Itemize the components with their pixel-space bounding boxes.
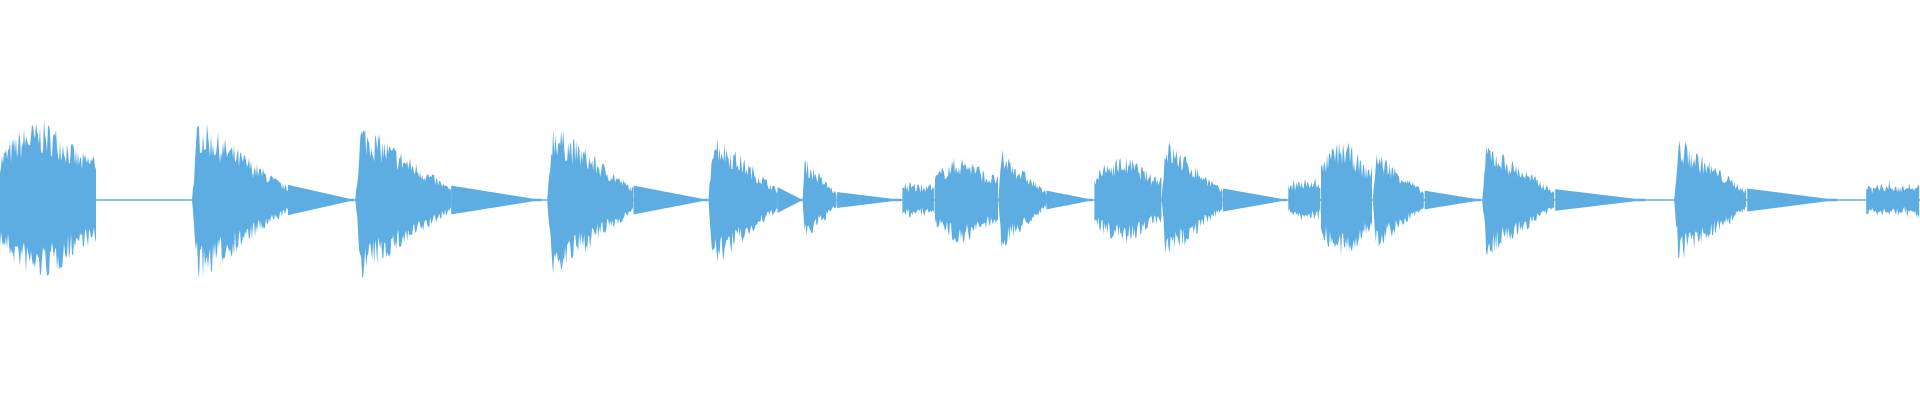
waveform-segment (708, 138, 778, 262)
waveform-segment (0, 120, 96, 276)
waveform-tail (451, 185, 542, 215)
waveform-segment (1161, 142, 1223, 254)
waveform-segment (802, 159, 837, 236)
waveform-segment (1674, 140, 1747, 259)
waveform-tail (633, 185, 708, 215)
waveform-segment (192, 123, 288, 280)
waveform-segment (1321, 142, 1372, 257)
waveform-segment (935, 158, 998, 244)
waveform-segment (902, 182, 935, 218)
waveform-segment (355, 129, 452, 278)
waveform-segment (998, 149, 1047, 248)
waveform-tail (1747, 188, 1838, 212)
waveform-segment (1482, 145, 1555, 255)
waveform-tail (288, 184, 354, 216)
waveform-tail (1424, 190, 1481, 210)
waveform-tail (1223, 188, 1287, 212)
waveform-segment (1094, 157, 1162, 244)
waveform-tail (1046, 190, 1093, 210)
waveform-tail (777, 187, 802, 213)
waveform-segment (1288, 178, 1321, 221)
waveform-tail (1555, 189, 1646, 211)
waveform-segment (1866, 180, 1920, 218)
waveform-segment (1372, 154, 1424, 248)
waveform-segment (547, 128, 634, 274)
waveform-tail (837, 192, 902, 208)
